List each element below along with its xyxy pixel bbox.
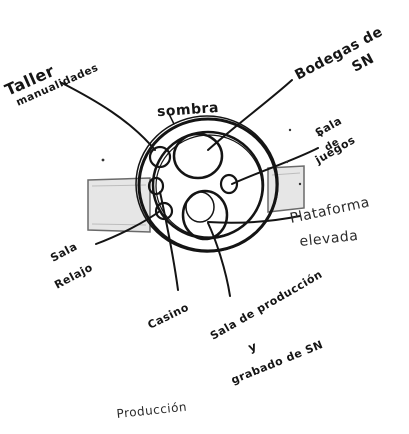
- label-sala-juegos-1: Sala: [313, 114, 344, 140]
- label-bodegas: Bodegas de: [292, 24, 385, 84]
- label-sala-relajo-2: Relajo: [52, 261, 95, 292]
- room-produccion: [183, 191, 227, 239]
- room-juegos: [221, 175, 237, 193]
- label-produccion-3: grabado de SN: [229, 338, 325, 387]
- label-footer: Producción: [116, 400, 188, 421]
- label-elevada: elevada: [299, 228, 359, 250]
- label-casino: Casino: [146, 301, 191, 332]
- label-produccion-1: Sala de producción: [208, 268, 325, 343]
- label-produccion-2: y: [246, 339, 259, 355]
- room-bodegas: [174, 134, 222, 178]
- label-sala-relajo-1: Sala: [48, 240, 79, 265]
- label-sombra: sombra: [157, 100, 220, 120]
